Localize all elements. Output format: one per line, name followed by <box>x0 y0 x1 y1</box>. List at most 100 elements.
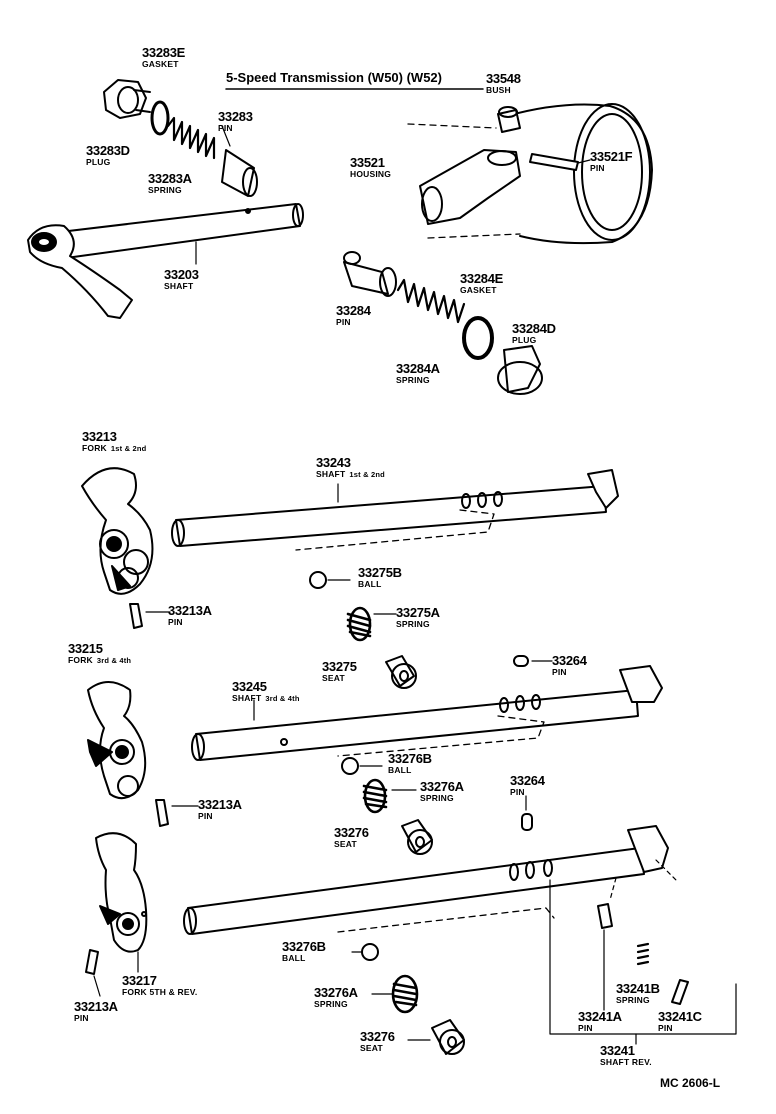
part-number: 33275A <box>396 605 440 620</box>
part-name: PIN <box>552 667 567 677</box>
pin-33213A-middle-drawing <box>155 799 169 827</box>
part-number: 33276 <box>334 825 369 840</box>
shaft-33241-drawing <box>183 825 677 935</box>
spring-33275A-drawing <box>346 606 372 642</box>
part-name: SHAFT <box>232 693 262 703</box>
spring-33284A-drawing <box>396 278 466 324</box>
part-number: 33284 <box>336 303 371 318</box>
part-name: FORK <box>82 443 107 453</box>
spring-33241B-drawing <box>636 942 650 966</box>
leader-33283 <box>221 125 231 147</box>
part-name: SHAFT <box>316 469 346 479</box>
part-name: PIN <box>218 123 233 133</box>
part-number: 33284D <box>512 321 556 336</box>
part-name: SPRING <box>420 793 454 803</box>
plug-33284D-drawing <box>497 345 543 395</box>
pin-33264-upper-drawing <box>513 655 529 667</box>
pin-33264-lower-drawing <box>521 813 533 831</box>
part-name: BALL <box>282 953 306 963</box>
pin-33521F-drawing <box>529 153 579 171</box>
seat-33275-drawing <box>385 655 417 689</box>
seat-33276-upper-drawing <box>401 819 433 855</box>
leader-33521F <box>577 159 591 164</box>
spring-33283A-drawing <box>166 116 216 160</box>
spring-33276A-lower-drawing <box>391 974 419 1014</box>
part-number: 33548 <box>486 71 521 86</box>
ball-33276B-lower-drawing <box>361 943 379 961</box>
diagram-title: 5-Speed Transmission (W50) (W52) <box>226 70 442 85</box>
part-name: BUSH <box>486 85 511 95</box>
part-name: SPRING <box>616 995 650 1005</box>
catalog-code: MC 2606-L <box>660 1076 721 1090</box>
part-name: SPRING <box>148 185 182 195</box>
part-number: 33241C <box>658 1009 702 1024</box>
pin-33213A-upper-drawing <box>129 603 143 629</box>
part-number: 33241A <box>578 1009 622 1024</box>
part-number: 33276 <box>360 1029 395 1044</box>
part-name: SEAT <box>360 1043 383 1053</box>
part-name: BALL <box>388 765 412 775</box>
part-number: 33213A <box>74 999 118 1014</box>
part-number: 33283A <box>148 171 192 186</box>
part-number: 33213 <box>82 429 117 444</box>
part-number: 33217 <box>122 973 157 988</box>
part-number: 33283E <box>142 45 186 60</box>
part-number: 33284A <box>396 361 440 376</box>
leader-33213A-lower <box>93 975 101 997</box>
part-name: PLUG <box>512 335 537 345</box>
part-number: 33521 <box>350 155 385 170</box>
part-name: PIN <box>510 787 525 797</box>
part-number: 33276B <box>282 939 326 954</box>
part-number: 33264 <box>552 653 587 668</box>
pin-33284-drawing <box>343 251 397 297</box>
part-number: 33521F <box>590 149 633 164</box>
part-number: 33203 <box>164 267 199 282</box>
part-detail: 1st & 2nd <box>110 444 147 453</box>
shaft-33245-drawing <box>191 665 663 761</box>
part-number: 33276B <box>388 751 432 766</box>
part-name: BALL <box>358 579 382 589</box>
part-number: 33243 <box>316 455 351 470</box>
part-number: 33283D <box>86 143 130 158</box>
part-name: GASKET <box>460 285 497 295</box>
part-name: PIN <box>590 163 605 173</box>
bush-33548-drawing <box>497 106 521 133</box>
part-name: PIN <box>74 1013 89 1023</box>
gasket-33284E-drawing <box>462 316 494 360</box>
part-name: SPRING <box>396 375 430 385</box>
fork-33215-drawing <box>87 681 147 800</box>
pin-33283-drawing <box>221 149 258 197</box>
housing-33521-drawing <box>407 103 653 245</box>
pin-33213A-lower-drawing <box>85 949 99 975</box>
part-name: PIN <box>198 811 213 821</box>
seat-33276-lower-drawing <box>431 1019 465 1055</box>
part-number: 33275B <box>358 565 402 580</box>
part-number: 33276A <box>420 779 464 794</box>
